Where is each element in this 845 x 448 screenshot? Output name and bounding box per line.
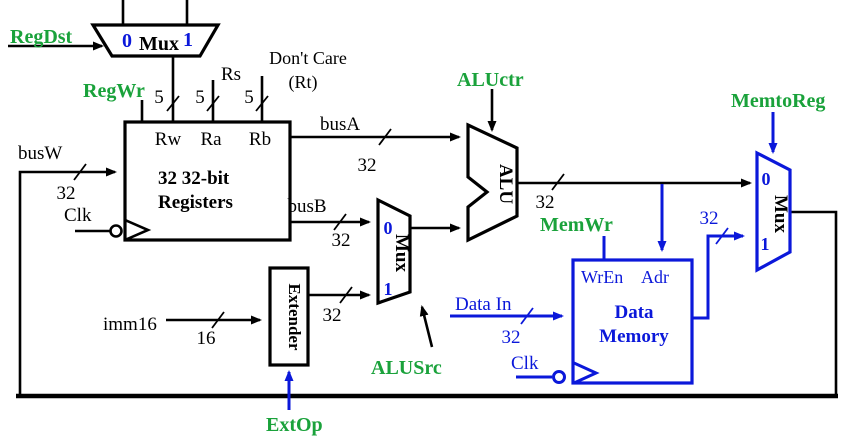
regfile-title-line2: Registers — [158, 192, 233, 213]
aluctr-label: ALUctr — [457, 69, 524, 91]
alusrc-mux-1: 1 — [384, 279, 393, 299]
extender-label: Extender — [285, 283, 304, 351]
memwr-label: MemWr — [540, 214, 613, 236]
memtoreg-mux-label: Mux — [770, 195, 791, 234]
busw-label: busW — [18, 143, 62, 164]
extout-width: 32 — [323, 305, 342, 326]
extender-block — [268, 266, 310, 367]
busw-width: 32 — [57, 183, 76, 204]
slash-busw — [73, 163, 87, 181]
memtoreg-mux-0: 0 — [762, 169, 771, 189]
dmem-clock — [516, 361, 600, 385]
regfile-title-line1: 32 32-bit — [158, 168, 230, 189]
regfile-clk-bubble-icon — [109, 224, 123, 238]
regfile-ra-port: Ra — [200, 129, 222, 150]
dmem-adr-port: Adr — [641, 267, 669, 287]
imm16-width: 16 — [197, 328, 216, 349]
busa-width: 32 — [358, 155, 377, 176]
busb-width: 32 — [332, 230, 351, 251]
memtoreg-mux — [755, 150, 792, 273]
bus-width-slashes — [73, 95, 729, 329]
slash-extout — [339, 286, 353, 304]
alusrc-label: ALUSrc — [371, 357, 442, 379]
aluout-width: 32 — [536, 192, 555, 213]
alusrc-mux-label: Mux — [391, 234, 412, 273]
busb-label: busB — [287, 196, 326, 217]
dmem-out-wire — [692, 231, 745, 320]
slash-imm16 — [211, 311, 225, 329]
rs-label: Rs — [221, 64, 241, 85]
slash-rb5 — [255, 95, 269, 112]
slash-dmemout — [715, 227, 729, 245]
memtoreg-mux-1: 1 — [761, 234, 770, 254]
dmem-clk-bubble-icon — [552, 370, 566, 384]
dmem-wren-port: WrEn — [581, 267, 623, 287]
slash-busa — [378, 128, 392, 146]
slash-aluout — [551, 173, 565, 191]
register-file-block — [123, 120, 292, 242]
data-memory-block — [571, 258, 694, 385]
regfile-clk-edge-icon — [124, 218, 152, 242]
dmem-clk-edge-icon — [573, 361, 600, 385]
busw-wire — [18, 167, 117, 396]
dont-care-rt-label: (Rt) — [289, 72, 318, 93]
alu-shape — [466, 122, 519, 243]
extop-label: ExtOp — [266, 414, 323, 436]
memtoreg-label: MemtoReg — [731, 90, 825, 112]
slash-ra5 — [206, 95, 220, 112]
alusrc-arrow — [419, 305, 434, 348]
slash-datain — [520, 307, 534, 325]
dmem-title-line1: Data — [614, 302, 654, 323]
slash-rw5 — [166, 95, 180, 112]
regdst-label: RegDst — [10, 26, 73, 48]
regfile-clk-label: Clk — [64, 205, 92, 226]
regdst-mux-0: 0 — [122, 30, 132, 52]
regdst-mux — [90, 23, 221, 58]
busa-label: busA — [320, 114, 360, 135]
memtoreg-mux-out-wire — [790, 210, 838, 396]
alu-label: ALU — [495, 164, 516, 204]
dmem-title-line2: Memory — [599, 326, 669, 347]
width5-ra: 5 — [195, 87, 205, 108]
regfile-rb-port: Rb — [249, 129, 271, 150]
width5-rw: 5 — [154, 87, 164, 108]
regdst-mux-1: 1 — [183, 29, 193, 51]
regfile-rw-port: Rw — [155, 129, 182, 150]
regfile-clock — [75, 218, 152, 242]
datain-width: 32 — [502, 327, 521, 348]
dmem-datain-label: Data In — [455, 294, 512, 315]
imm16-label: imm16 — [103, 314, 157, 335]
dmemout-width: 32 — [700, 208, 719, 229]
regwr-label: RegWr — [83, 80, 145, 102]
regdst-mux-label: Mux — [139, 33, 179, 55]
slash-busb — [333, 213, 347, 231]
dont-care-label: Don't Care — [269, 48, 347, 68]
alusrc-mux — [376, 197, 412, 306]
width5-rb: 5 — [244, 87, 254, 108]
alusrc-mux-0: 0 — [384, 218, 393, 238]
dmem-clk-label: Clk — [511, 353, 539, 374]
